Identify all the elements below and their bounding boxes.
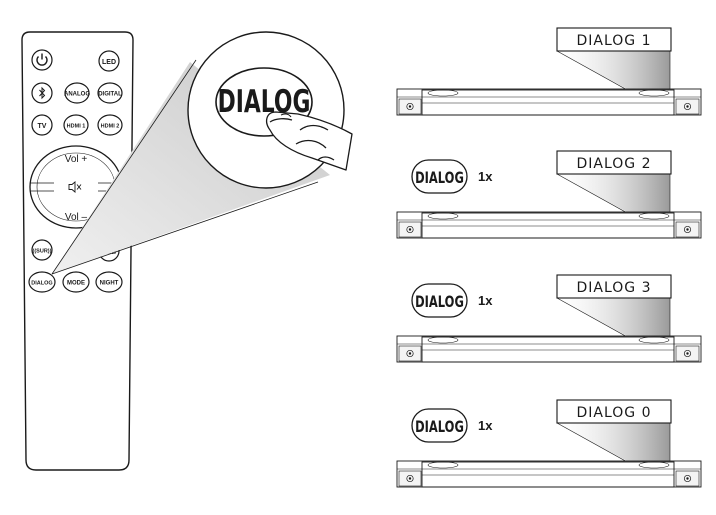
mute-button[interactable] (68, 181, 82, 193)
analog-button[interactable]: ANALOG (64, 82, 90, 104)
display-beam-edge (556, 422, 639, 469)
display-beam-edge (556, 50, 639, 97)
mode-label: MODE (67, 281, 85, 287)
display-beam-edge (556, 297, 639, 344)
surround-label: ((SUR)) (33, 249, 52, 255)
analog-label: ANALOG (64, 92, 90, 98)
display-readout-box (556, 399, 672, 424)
soundbar (396, 460, 702, 488)
digital-label: DIGITAL (98, 92, 122, 98)
bluetooth-icon (39, 86, 46, 100)
display-beam (557, 423, 670, 468)
night-label: NIGHT (100, 281, 119, 287)
dialog-press-button: DIALOG (411, 159, 468, 194)
power-button[interactable] (31, 49, 53, 71)
dialog-press-button: DIALOG (411, 283, 468, 318)
display-readout: DIALOG 0 (576, 405, 651, 421)
dialog-button[interactable]: DIALOG (28, 271, 56, 293)
night-button[interactable]: NIGHT (95, 271, 123, 293)
hdmi1-button[interactable]: HDMI 1 (63, 114, 89, 136)
dialog-label: DIALOG (31, 281, 52, 287)
display-readout: DIALOG 1 (576, 33, 651, 49)
display-beam (557, 298, 670, 343)
press-count: 1x (478, 418, 493, 433)
digital-button[interactable]: DIGITAL (97, 82, 123, 104)
dialog-step-4: DIALOG 0 DIALOG 1x (396, 399, 702, 488)
vol-up-label: Vol + (65, 154, 88, 165)
vol-down-button[interactable]: Vol – (65, 212, 88, 223)
tv-label: TV (38, 123, 47, 130)
mute-icon (68, 181, 82, 193)
soundbar (396, 88, 702, 116)
bluetooth-button[interactable] (31, 82, 53, 104)
zoom-callout: DIALOG (51, 31, 353, 275)
dialog-step-3: DIALOG 3 DIALOG 1x (396, 274, 702, 363)
tv-button[interactable]: TV (31, 114, 53, 136)
led-label: LED (102, 59, 116, 66)
display-readout: DIALOG 3 (576, 280, 651, 296)
dialog-press-label: DIALOG (415, 293, 464, 311)
display-readout-box (556, 274, 672, 299)
soundbar (396, 211, 702, 239)
hdmi1-label: HDMI 1 (67, 124, 86, 130)
display-beam (557, 51, 670, 96)
display-beam-edge (556, 173, 639, 220)
vol-up-button[interactable]: Vol + (65, 154, 88, 165)
pressing-finger-icon (265, 111, 353, 171)
power-icon (36, 53, 48, 66)
press-count: 1x (478, 293, 493, 308)
press-count: 1x (478, 169, 493, 184)
dialog-step-1: DIALOG 1 (396, 27, 702, 116)
surround-button[interactable]: ((SUR)) (31, 239, 53, 261)
soundbar (396, 335, 702, 363)
display-readout-box (556, 27, 672, 52)
dialog-step-2: DIALOG 2 DIALOG 1x (396, 150, 702, 239)
dialog-press-button: DIALOG (411, 408, 468, 443)
dialog-press-label: DIALOG (415, 169, 464, 187)
led-button[interactable]: LED (98, 50, 120, 72)
zoom-cone (52, 62, 330, 274)
hdmi2-label: HDMI 2 (101, 124, 120, 130)
mode-button[interactable]: MODE (62, 271, 90, 293)
display-beam (557, 174, 670, 219)
vol-down-label: Vol – (65, 212, 88, 223)
dialog-press-label: DIALOG (415, 418, 464, 436)
display-readout: DIALOG 2 (576, 156, 651, 172)
hdmi2-button[interactable]: HDMI 2 (97, 114, 123, 136)
display-readout-box (556, 150, 672, 175)
